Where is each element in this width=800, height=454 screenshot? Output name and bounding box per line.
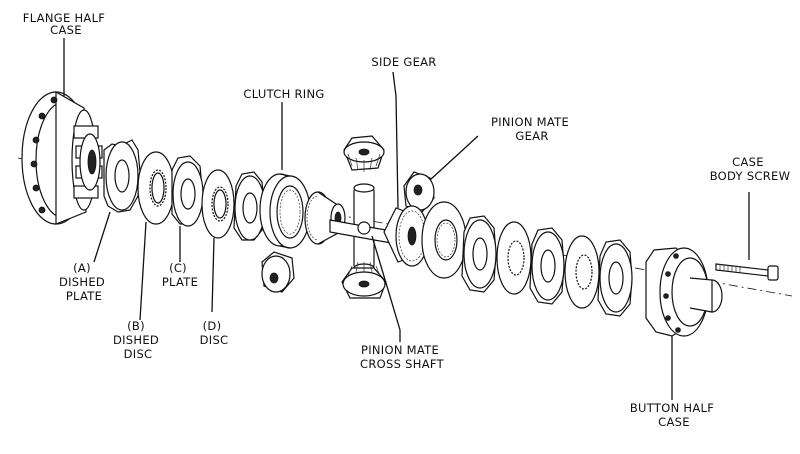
- case-body-screw-label: CASE BODY SCREW: [710, 155, 791, 183]
- leader-lines: [63, 38, 750, 400]
- disc-d-part: [201, 169, 235, 239]
- pinion-mate-gear-right-part: [403, 171, 435, 213]
- dished-disc-b-part: [137, 151, 175, 225]
- disc-label: (D) DISC: [200, 319, 229, 347]
- side-gear-label: SIDE GEAR: [371, 55, 436, 69]
- left-side-gear-part: [304, 191, 346, 245]
- button-half-case-part: [645, 247, 723, 337]
- pinion-mate-cross-shaft-label: PINION MATE CROSS SHAFT: [360, 343, 445, 371]
- right-plate-3-part: [597, 239, 633, 317]
- clutch-ring-part: [259, 173, 311, 249]
- right-disc-2-part: [564, 235, 600, 309]
- button-half-case-label: BUTTON HALF CASE: [630, 401, 718, 429]
- dished-plate-label: (A) DISHED PLATE: [59, 261, 109, 303]
- dished-plate-a-part: [103, 139, 141, 213]
- flange-half-case-part: [21, 90, 103, 225]
- pinion-mate-gear-left-part: [261, 251, 295, 293]
- pinion-mate-gear-bottom-part: [341, 261, 387, 299]
- right-plate-2-part: [529, 227, 565, 305]
- pinion-mate-gear-top-part: [343, 135, 385, 172]
- pinion-mate-gear-label: PINION MATE GEAR: [491, 115, 573, 143]
- right-side-gear-part: [383, 205, 429, 267]
- clutch-ring-label: CLUTCH RING: [243, 87, 324, 101]
- plate-label: (C) PLATE: [162, 261, 198, 289]
- dished-disc-label: (B) DISHED DISC: [113, 319, 163, 361]
- right-plate-1-part: [461, 215, 497, 293]
- right-disc-1-part: [496, 221, 532, 295]
- right-clutch-ring-part: [421, 201, 467, 279]
- plate-c-part: [171, 155, 204, 227]
- flange-half-case-label: FLANGE HALF CASE: [23, 11, 109, 37]
- second-plate-part: [233, 171, 266, 241]
- case-body-screw-part: [715, 263, 779, 281]
